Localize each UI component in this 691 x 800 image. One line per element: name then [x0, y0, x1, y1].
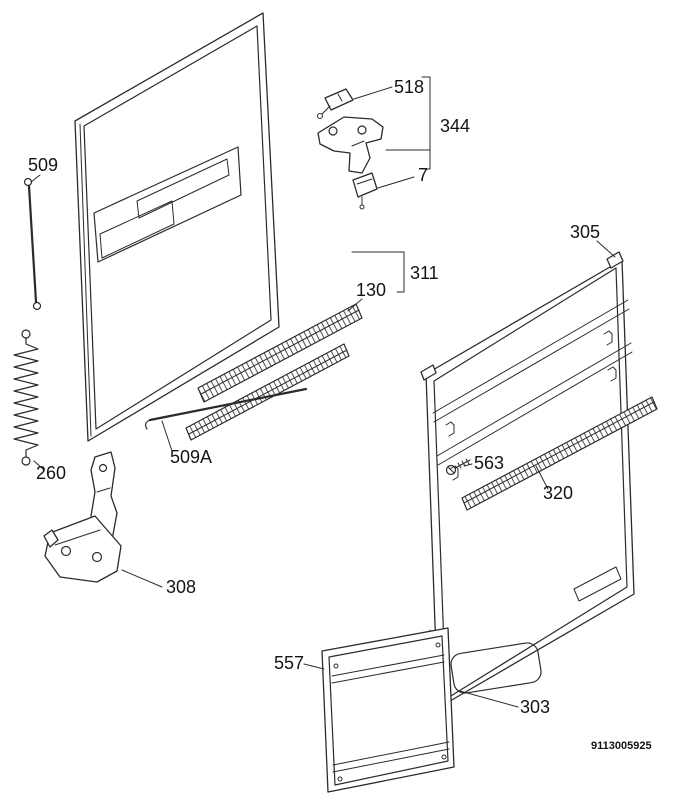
label-311: 311 — [410, 263, 439, 283]
panel-detail — [573, 566, 622, 602]
fastener-part-7 — [352, 172, 378, 210]
trim-strip-320 — [461, 396, 658, 511]
lower-access-panel-557 — [321, 627, 455, 793]
label-509: 509 — [28, 155, 58, 175]
label-563: 563 — [474, 453, 504, 473]
label-260: 260 — [36, 463, 66, 483]
hinge-clip-518 — [317, 88, 354, 119]
door-hook — [445, 421, 455, 437]
hinge-bracket-344 — [317, 116, 384, 174]
link-rod-509 — [23, 177, 42, 311]
door-hook — [603, 330, 613, 346]
label-303: 303 — [520, 697, 550, 717]
tension-spring-260 — [13, 329, 39, 466]
part-labels: 509 518 344 7 305 311 130 509A 260 308 5… — [28, 77, 652, 752]
label-509A: 509A — [170, 447, 212, 467]
panel-small-recess — [99, 200, 175, 259]
leader-lines — [30, 76, 616, 708]
diagram-code: 9113005925 — [591, 740, 652, 752]
label-320: 320 — [543, 483, 573, 503]
door-hinge-308 — [43, 451, 122, 583]
label-130: 130 — [356, 280, 386, 300]
door-hook — [607, 366, 617, 382]
trim-strip-lower-311 — [185, 343, 350, 441]
label-308: 308 — [166, 577, 196, 597]
outer-door-panel-305 — [420, 251, 635, 709]
panel-recess — [450, 642, 542, 694]
inner-door-panel — [74, 12, 280, 442]
panel-top-tab — [606, 251, 624, 269]
screw-563 — [445, 458, 471, 476]
trim-strip-upper-130 — [197, 303, 363, 403]
label-7: 7 — [418, 165, 428, 185]
door-hook — [449, 465, 459, 481]
panel-slot — [136, 158, 230, 219]
label-518: 518 — [394, 77, 424, 97]
panel-top-tab — [420, 364, 437, 381]
label-344: 344 — [440, 116, 470, 136]
panel-recess — [93, 146, 242, 263]
label-557: 557 — [274, 653, 304, 673]
seal-rod-509A — [144, 387, 308, 430]
label-305: 305 — [570, 222, 600, 242]
